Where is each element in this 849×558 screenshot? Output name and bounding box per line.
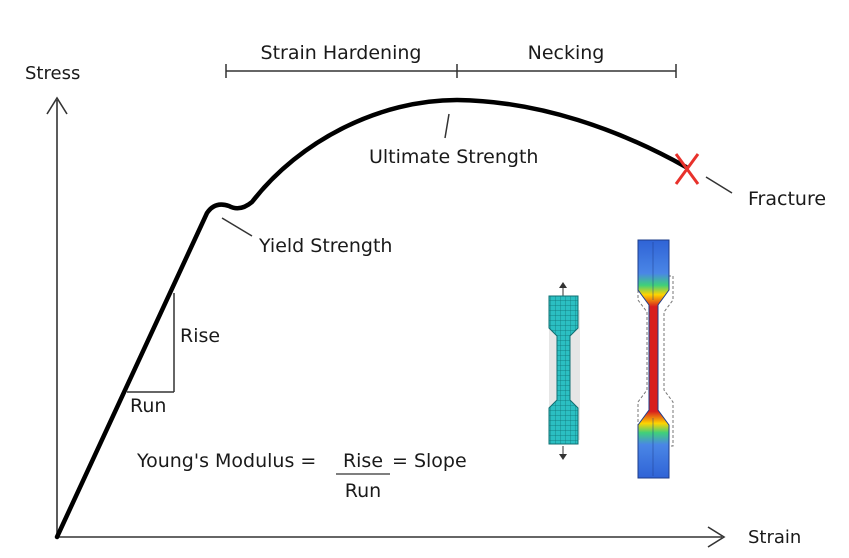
x-axis-arrow	[707, 526, 726, 548]
run-label: Run	[130, 395, 166, 417]
y-axis-arrow	[46, 96, 68, 115]
ultimate-strength-label: Ultimate Strength	[369, 146, 538, 168]
youngs-modulus-formula: Young's Modulus = Rise Run = Slope	[136, 450, 467, 502]
strain-hardening-label: Strain Hardening	[261, 42, 422, 64]
y-axis-label: Stress	[25, 63, 80, 84]
region-brackets: Strain Hardening Necking	[225, 42, 677, 78]
fracture-leader	[705, 176, 733, 194]
x-axis-label: Strain	[748, 527, 801, 548]
ultimate-strength-leader	[444, 113, 450, 139]
yield-strength-label: Yield Strength	[258, 235, 392, 257]
slope-triangle	[127, 293, 175, 393]
formula-denominator: Run	[345, 480, 381, 502]
axes: Stress Strain	[25, 63, 801, 548]
fracture-label: Fracture	[748, 188, 826, 210]
necking-label: Necking	[528, 42, 605, 64]
stress-strain-curve	[54, 97, 689, 540]
tensile-specimen-undeformed	[548, 282, 580, 460]
tensile-specimen-stressed	[637, 239, 674, 479]
rise-label: Rise	[180, 325, 220, 347]
formula-numerator: Rise	[343, 450, 383, 472]
fracture-x-mark	[674, 153, 700, 185]
formula-lhs: Young's Modulus =	[136, 450, 316, 472]
yield-strength-leader	[221, 217, 253, 237]
formula-rhs: = Slope	[392, 450, 467, 472]
